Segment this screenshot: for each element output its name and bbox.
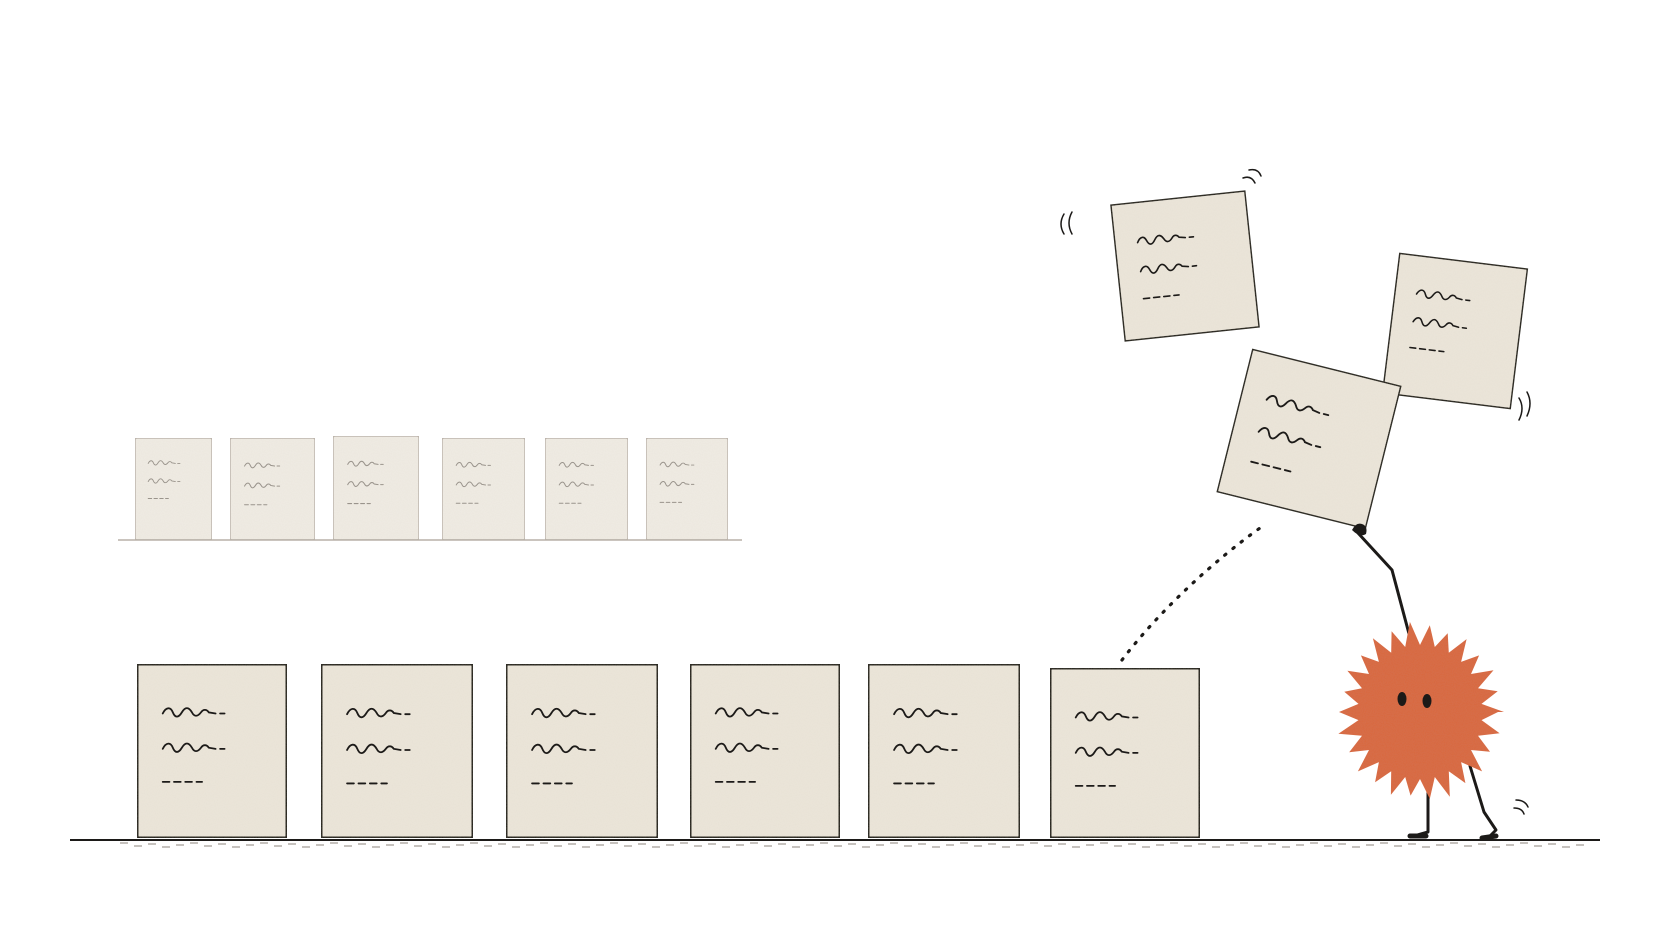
document-card-icon xyxy=(1048,666,1202,840)
background-card-row xyxy=(134,435,729,541)
background-card xyxy=(134,437,213,541)
tossed-card xyxy=(1215,347,1403,531)
document-card-icon xyxy=(135,662,289,840)
ground-line xyxy=(70,839,1600,848)
document-card-icon xyxy=(866,662,1022,840)
document-card-icon xyxy=(504,662,660,840)
background-card xyxy=(441,437,526,541)
foreground-card-row xyxy=(135,662,1202,840)
fuzzy-orange-creature-icon xyxy=(1338,523,1504,841)
tossed-cards xyxy=(1108,188,1530,531)
background-card xyxy=(332,435,420,541)
motion-marks xyxy=(1060,168,1531,815)
background-card xyxy=(229,437,316,541)
dotted-trajectory xyxy=(1120,526,1262,662)
background-card xyxy=(544,437,629,541)
document-card-icon xyxy=(688,662,842,840)
document-card-icon xyxy=(319,662,475,840)
tossed-card xyxy=(1108,188,1262,344)
tossed-card xyxy=(1380,251,1530,411)
background-card xyxy=(645,437,729,541)
